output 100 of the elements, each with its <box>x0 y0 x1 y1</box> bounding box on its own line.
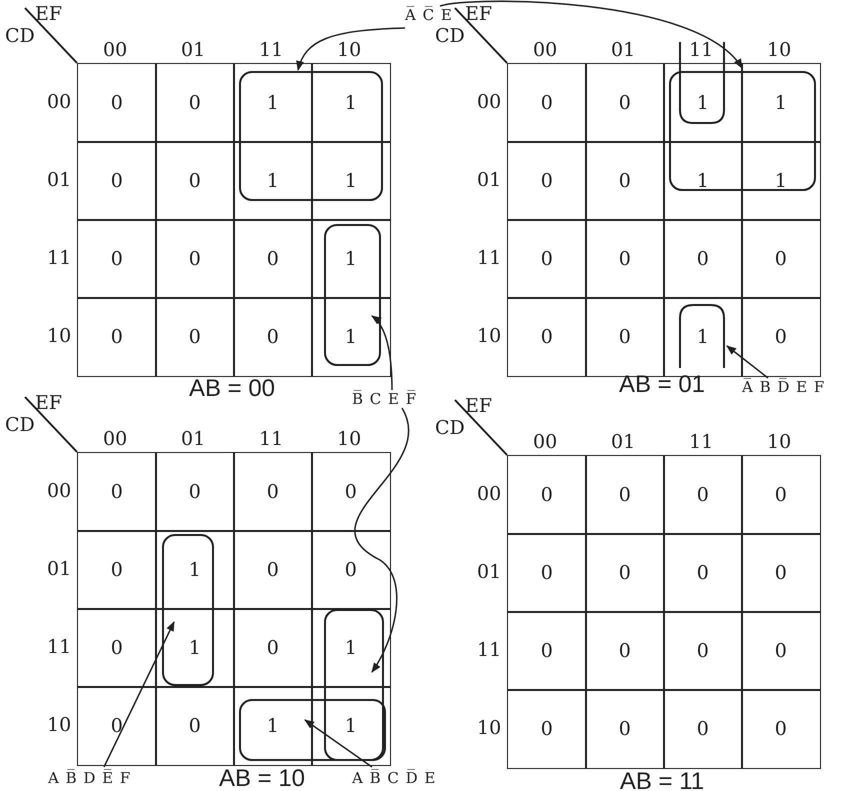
map-cell: 1 <box>155 530 234 610</box>
map-cell: 0 <box>311 530 390 610</box>
group-loop <box>324 609 384 761</box>
term-label: A B̅ C D̅ E <box>352 769 436 787</box>
map-cell: 0 <box>507 141 586 220</box>
map-cell: 1 <box>311 608 390 688</box>
map-cell: 0 <box>77 530 156 610</box>
row-header: 11 <box>477 247 502 269</box>
term-label: A B̅ D E̅ F <box>48 769 132 787</box>
map-cell: 1 <box>663 297 742 376</box>
map-cell: 1 <box>155 608 234 688</box>
map-cell: 0 <box>507 533 586 612</box>
map-cell: 0 <box>585 611 664 690</box>
column-header: 01 <box>611 39 636 61</box>
map-cell: 0 <box>663 689 742 768</box>
map-caption: AB = 10 <box>218 765 306 791</box>
row-variable-label: CD <box>5 414 35 436</box>
group-loop <box>162 534 214 686</box>
map-cell: 1 <box>233 63 312 142</box>
map-cell: 0 <box>233 219 312 298</box>
map-cell: 0 <box>77 141 156 220</box>
map-cell: 1 <box>663 141 742 220</box>
map-cell: 0 <box>233 452 312 532</box>
map-cell: 1 <box>311 297 390 376</box>
map-cell: 1 <box>311 141 390 220</box>
row-header: 00 <box>47 480 72 502</box>
map-cell: 0 <box>663 533 742 612</box>
leader-arrow <box>726 345 768 379</box>
term-label: A̅ B D̅ E F <box>742 378 826 396</box>
row-header: 01 <box>47 169 72 191</box>
map-cell: 0 <box>741 297 820 376</box>
map-cell: 0 <box>663 455 742 534</box>
map-cell: 0 <box>507 455 586 534</box>
map-cell: 0 <box>585 219 664 298</box>
column-header: 11 <box>689 431 714 453</box>
map-cell: 0 <box>155 452 234 532</box>
row-header: 01 <box>477 169 502 191</box>
map-cell: 1 <box>233 141 312 220</box>
map-cell: 0 <box>155 219 234 298</box>
row-header: 10 <box>477 717 502 739</box>
leader-arrow <box>354 408 409 673</box>
map-cell: 0 <box>77 219 156 298</box>
row-header: 10 <box>477 325 502 347</box>
map-cell: 1 <box>741 63 820 142</box>
map-caption: AB = 11 <box>620 768 704 791</box>
map-cell: 0 <box>741 533 820 612</box>
map-cell: 0 <box>233 608 312 688</box>
column-header: 11 <box>259 39 284 61</box>
term-label: A̅ C̅ E <box>405 6 453 24</box>
map-cell: 1 <box>741 141 820 220</box>
map-cell: 1 <box>311 686 390 766</box>
column-variable-label: EF <box>465 3 492 25</box>
map-cell: 0 <box>585 63 664 142</box>
map-cell: 0 <box>77 63 156 142</box>
map-cell: 0 <box>155 686 234 766</box>
map-cell: 0 <box>585 141 664 220</box>
row-variable-label: CD <box>5 25 35 47</box>
map-cell: 0 <box>233 530 312 610</box>
group-loop <box>324 224 381 366</box>
column-header: 11 <box>689 39 714 61</box>
map-cell: 1 <box>663 63 742 142</box>
column-header: 11 <box>259 428 284 450</box>
row-header: 11 <box>477 639 502 661</box>
row-header: 11 <box>47 247 72 269</box>
column-header: 10 <box>767 431 792 453</box>
leader-arrow <box>304 719 372 768</box>
row-header: 01 <box>47 558 72 580</box>
map-cell: 0 <box>77 297 156 376</box>
group-loop <box>669 71 816 191</box>
group-loop <box>239 699 386 761</box>
map-cell: 0 <box>663 611 742 690</box>
map-cell: 1 <box>311 63 390 142</box>
map-cell: 0 <box>507 297 586 376</box>
map-cell: 0 <box>77 608 156 688</box>
column-header: 00 <box>533 39 558 61</box>
column-header: 01 <box>611 431 636 453</box>
map-cell: 0 <box>585 455 664 534</box>
map-cell: 0 <box>585 533 664 612</box>
column-variable-label: EF <box>35 3 62 25</box>
leader-arrow <box>440 0 743 69</box>
map-cell: 0 <box>741 219 820 298</box>
map-cell: 0 <box>585 297 664 376</box>
column-header: 00 <box>103 428 128 450</box>
column-header: 10 <box>337 39 362 61</box>
column-header: 10 <box>767 39 792 61</box>
column-header: 10 <box>337 428 362 450</box>
group-loop <box>679 42 725 124</box>
map-cell: 0 <box>663 219 742 298</box>
map-cell: 0 <box>77 686 156 766</box>
map-cell: 1 <box>311 219 390 298</box>
map-cell: 0 <box>77 452 156 532</box>
map-cell: 0 <box>741 611 820 690</box>
row-header: 00 <box>47 91 72 113</box>
map-cell: 0 <box>155 141 234 220</box>
row-variable-label: CD <box>435 25 465 47</box>
map-cell: 0 <box>507 219 586 298</box>
map-cell: 0 <box>311 452 390 532</box>
map-cell: 0 <box>507 689 586 768</box>
leader-arrow <box>296 27 406 71</box>
row-header: 00 <box>477 91 502 113</box>
